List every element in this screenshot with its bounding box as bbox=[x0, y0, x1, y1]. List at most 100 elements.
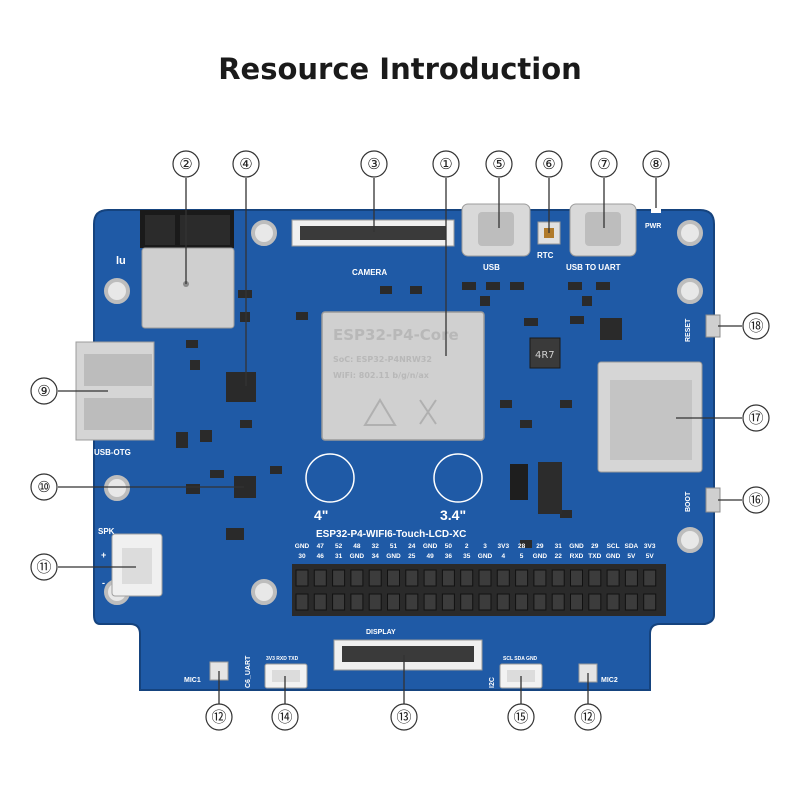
gpio-label: GND bbox=[386, 553, 401, 560]
gpio-label: 4 bbox=[501, 553, 505, 560]
silk-pwr: PWR bbox=[645, 223, 661, 230]
svg-text:⑱: ⑱ bbox=[748, 317, 763, 335]
gpio-label: 29 bbox=[536, 543, 544, 550]
silk-c6-uart: C6_UART bbox=[245, 655, 252, 688]
svg-text:4R7: 4R7 bbox=[535, 350, 555, 361]
callout-3: ③ bbox=[360, 150, 388, 178]
header-pin bbox=[423, 593, 437, 611]
boot-button bbox=[705, 487, 721, 513]
gpio-label: 29 bbox=[591, 543, 599, 550]
gpio-label: 24 bbox=[408, 543, 416, 550]
gpio-label: GND bbox=[606, 553, 621, 560]
header-pin bbox=[295, 593, 309, 611]
callout-11: ⑪ bbox=[30, 553, 58, 581]
header-pin bbox=[368, 569, 382, 587]
gpio-label: 46 bbox=[317, 553, 325, 560]
header-pin bbox=[570, 569, 583, 587]
gpio-label: 5 bbox=[520, 553, 524, 560]
usb-port bbox=[461, 203, 531, 257]
header-pin bbox=[295, 569, 309, 587]
silk-boot: BOOT bbox=[685, 491, 692, 512]
gpio-label: 34 bbox=[372, 553, 380, 560]
header-pin bbox=[496, 569, 510, 587]
speaker-header bbox=[111, 533, 163, 597]
gpio-label: 47 bbox=[317, 543, 325, 550]
gpio-label: 2 bbox=[465, 543, 469, 550]
passives-top bbox=[176, 282, 622, 548]
gpio-label: 5V bbox=[646, 553, 655, 560]
silk-usb-otg: USB-OTG bbox=[94, 448, 131, 457]
gpio-label: GND bbox=[423, 543, 438, 550]
svg-text:⑩: ⑩ bbox=[37, 478, 50, 496]
header-pin bbox=[423, 569, 437, 587]
silk-rtc: RTC bbox=[537, 251, 554, 260]
gpio-label: 52 bbox=[335, 543, 343, 550]
callout-17: ⑰ bbox=[742, 404, 770, 432]
svg-text:⑤: ⑤ bbox=[492, 155, 505, 173]
svg-text:④: ④ bbox=[239, 155, 252, 173]
tf-card-slot bbox=[597, 361, 703, 473]
callout-2: ② bbox=[172, 150, 200, 178]
gpio-label: 22 bbox=[555, 553, 563, 560]
header-pin bbox=[441, 593, 455, 611]
callout-7: ⑦ bbox=[590, 150, 618, 178]
header-pin bbox=[533, 569, 547, 587]
svg-text:⑧: ⑧ bbox=[649, 155, 662, 173]
gpio-label: 25 bbox=[408, 553, 416, 560]
svg-text:③: ③ bbox=[367, 155, 380, 173]
callout-10: ⑩ bbox=[30, 473, 58, 501]
gpio-label: 50 bbox=[445, 543, 453, 550]
svg-text:⑰: ⑰ bbox=[748, 409, 763, 427]
gpio-label: 35 bbox=[463, 553, 471, 560]
gpio-label: GND bbox=[350, 553, 365, 560]
header-pin bbox=[570, 593, 583, 611]
header-pin bbox=[533, 593, 547, 611]
svg-text:⑫: ⑫ bbox=[580, 708, 595, 726]
header-pin bbox=[332, 569, 346, 587]
svg-text:⑬: ⑬ bbox=[396, 708, 411, 726]
silk-size-4: 4" bbox=[314, 507, 328, 523]
header-pin bbox=[606, 569, 620, 587]
display-connector bbox=[333, 639, 483, 671]
callout-12-mic2: ⑫ bbox=[574, 703, 602, 731]
svg-text:⑥: ⑥ bbox=[542, 155, 555, 173]
reset-button bbox=[705, 314, 721, 338]
gpio-label: RXD bbox=[570, 553, 584, 560]
silk-i2c-pins: SCL SDA GND bbox=[503, 656, 538, 662]
header-pin bbox=[478, 569, 492, 587]
callout-12-mic1: ⑫ bbox=[205, 703, 233, 731]
svg-text:⑪: ⑪ bbox=[36, 558, 51, 576]
header-pin bbox=[368, 593, 382, 611]
gpio-label: 3V3 bbox=[644, 543, 656, 550]
camera-connector bbox=[291, 219, 455, 247]
callout-9: ⑨ bbox=[30, 377, 58, 405]
header-pin bbox=[624, 593, 638, 611]
gpio-label: TXD bbox=[588, 553, 601, 560]
inductor: 4R7 bbox=[529, 337, 561, 369]
gpio-label: SDA bbox=[625, 543, 639, 550]
svg-text:⑦: ⑦ bbox=[597, 155, 610, 173]
module-wifi: WiFi: 802.11 b/g/n/ax bbox=[333, 371, 430, 380]
header-pin bbox=[313, 593, 327, 611]
gpio-label: 5V bbox=[627, 553, 636, 560]
gpio-label: GND bbox=[533, 553, 548, 560]
header-pin bbox=[643, 593, 657, 611]
gpio-label: 28 bbox=[518, 543, 526, 550]
gpio-label: 31 bbox=[555, 543, 563, 550]
gpio-label: GND bbox=[295, 543, 310, 550]
amplifier-chip bbox=[226, 476, 256, 540]
svg-text:⑭: ⑭ bbox=[277, 708, 292, 726]
svg-text:⑨: ⑨ bbox=[37, 382, 50, 400]
header-pin bbox=[460, 593, 474, 611]
header-pin bbox=[551, 569, 565, 587]
silk-usb: USB bbox=[483, 263, 500, 272]
header-pin bbox=[387, 569, 400, 587]
header-pin bbox=[332, 593, 346, 611]
silk-i2c: I2C bbox=[489, 677, 496, 688]
silk-display: DISPLAY bbox=[366, 629, 396, 636]
c6-uart-header bbox=[264, 663, 308, 689]
display-size-circles bbox=[305, 453, 483, 503]
silk-mic1: MIC1 bbox=[184, 677, 201, 684]
